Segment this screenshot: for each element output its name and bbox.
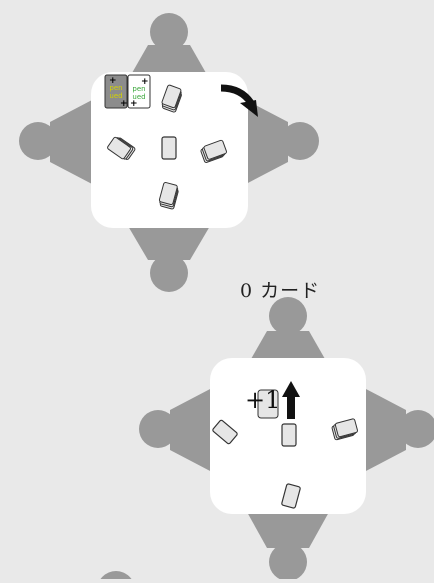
svg-text:+: + — [109, 76, 117, 86]
up-arrow-icon — [282, 381, 300, 419]
plus-one-label: +1 — [245, 386, 281, 414]
center-card — [161, 136, 177, 160]
svg-text:ued: ued — [132, 93, 145, 101]
svg-text:pen: pen — [132, 85, 145, 93]
bottom-scene — [98, 297, 434, 583]
svg-text:pen: pen — [109, 84, 122, 92]
person-top — [128, 13, 210, 80]
pile-card-light: pen ued + + — [127, 74, 151, 109]
svg-text:ued: ued — [109, 92, 122, 100]
top-scene: pen ued + + pen ued + + — [19, 13, 319, 292]
person-right-2 — [364, 388, 434, 472]
person-left-2 — [139, 388, 212, 472]
person-right — [246, 100, 319, 184]
center-card-2 — [281, 423, 297, 447]
person-bottom-2 — [247, 512, 329, 581]
svg-text:+: + — [120, 99, 128, 109]
turn-direction-arrow — [220, 84, 258, 117]
draw-count-box — [257, 389, 279, 419]
person-left — [19, 100, 92, 184]
svg-text:+: + — [141, 77, 149, 87]
card-count-caption: 0 カード — [240, 280, 321, 302]
person-top-2 — [247, 297, 329, 366]
pile-card-dark: pen ued + + — [104, 74, 128, 109]
svg-text:+: + — [130, 99, 138, 109]
person-partial — [98, 571, 134, 583]
person-bottom — [128, 226, 210, 292]
